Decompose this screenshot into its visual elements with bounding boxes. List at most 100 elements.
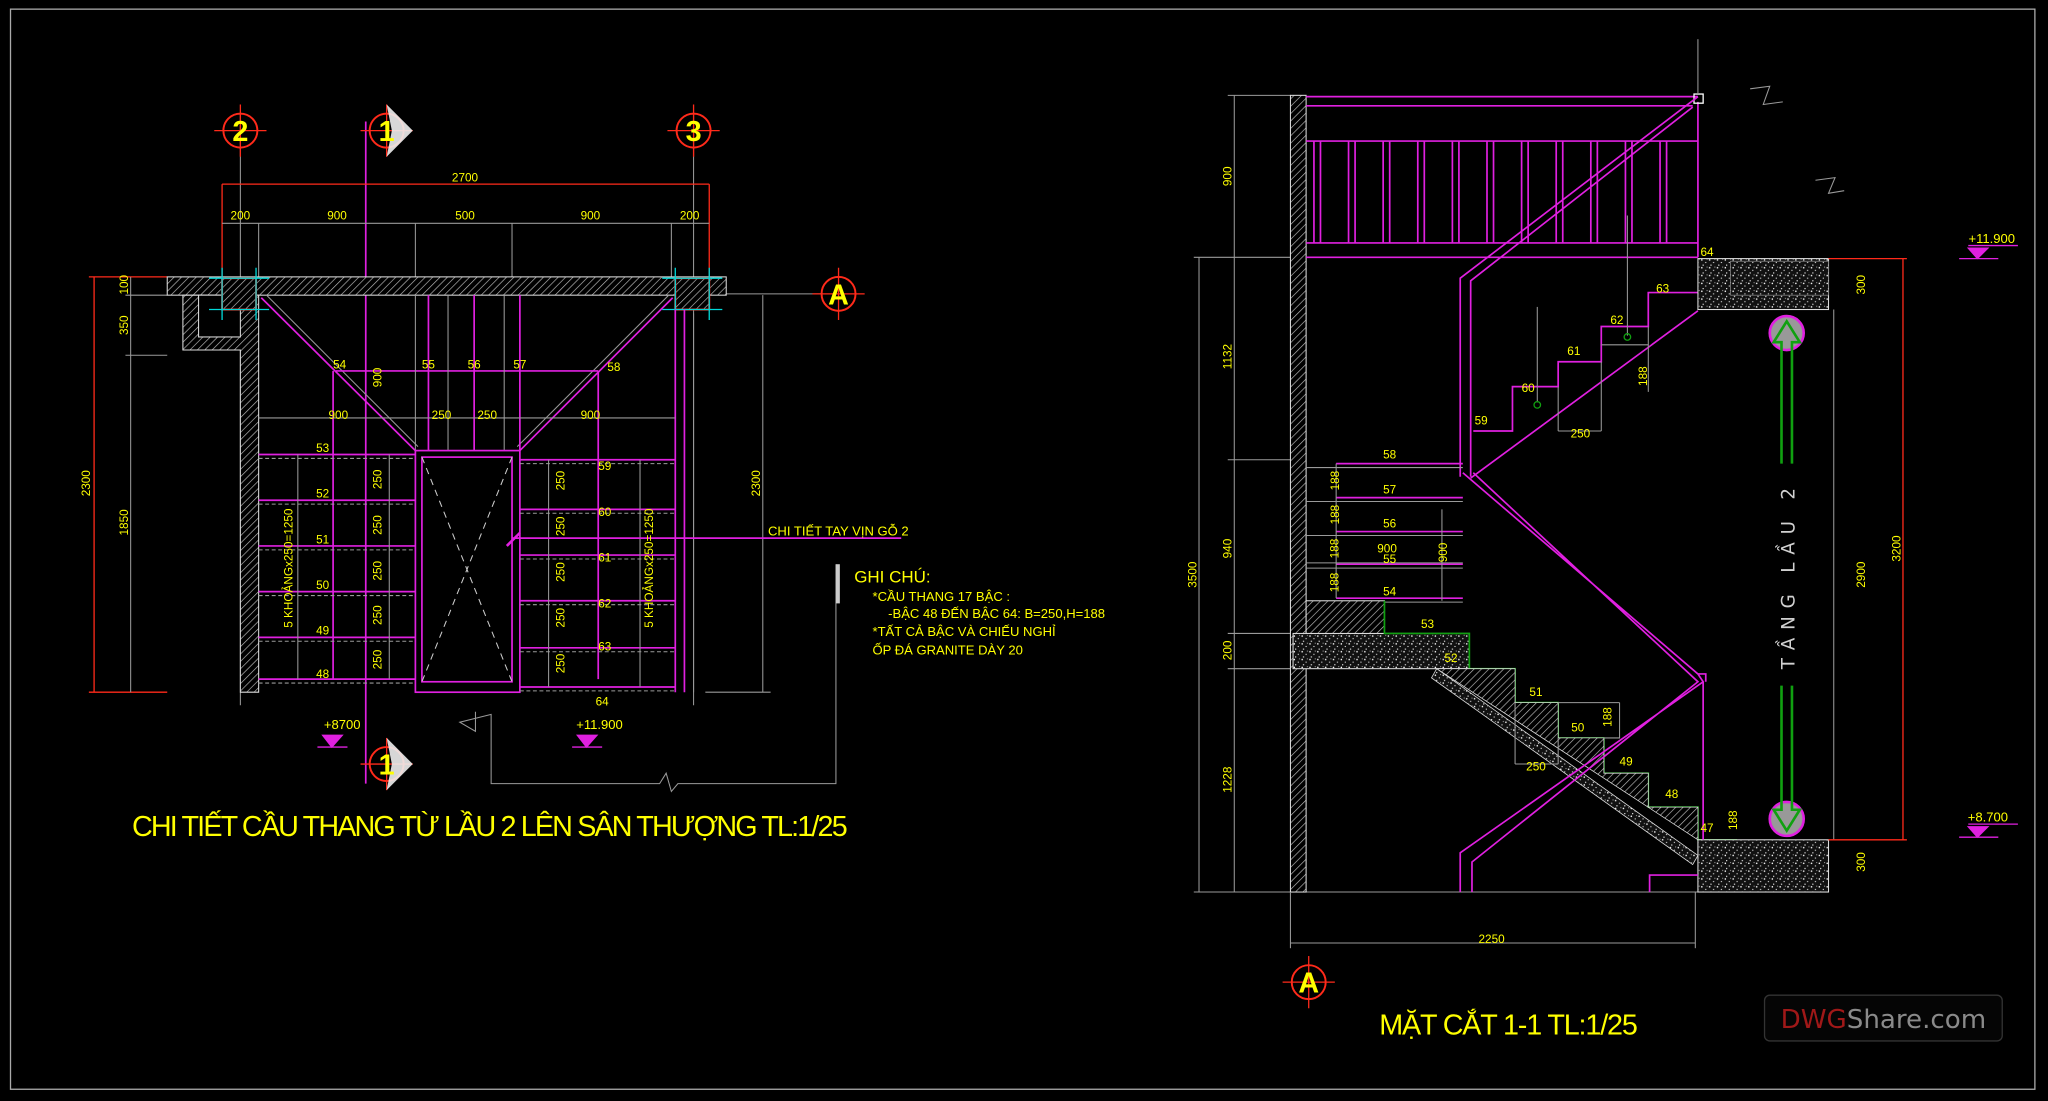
plan-riser_dims_right-3-text: 250 — [554, 607, 567, 627]
notes-marker — [835, 564, 840, 604]
section-steps_upper-0-text: 59 — [1475, 414, 1488, 427]
notes-lines-3-text: ỐP ĐÁ GRANITE DÀY 20 — [872, 642, 1022, 657]
watermark-brand-red: DWG — [1781, 1005, 1847, 1035]
plan-steps_right-0-text: 59 — [598, 460, 611, 473]
landing-slab-bottom — [1697, 839, 1830, 893]
notes-lines-2-text: *TẤT CẢ BẬC VÀ CHIẾU NGHỈ — [872, 624, 1056, 639]
section-landing_dims-1-text: 900 — [1437, 542, 1450, 562]
plan-dims_mid-3-text: 900 — [581, 409, 601, 422]
notes-heading-text: GHI CHÚ: — [854, 567, 930, 586]
plan-span_notes-1-text: 5 KHOẢNGx250=1250 — [643, 508, 656, 628]
section-dims_right-0-text: 300 — [1855, 274, 1868, 294]
plan-steps_left-4-text: 49 — [316, 625, 329, 638]
section-riser_dims-5-text: 188 — [1602, 707, 1615, 727]
section-dims_left-5-text: 1228 — [1222, 766, 1235, 793]
section-steps_upper-3-text: 62 — [1610, 314, 1623, 327]
section-mark-bottom-label: 1 — [379, 749, 395, 781]
plan-dims_mid-1-text: 250 — [432, 409, 452, 422]
plan-steps_left-0-text: 53 — [316, 442, 330, 455]
plan-steps_top-1-text: 55 — [422, 358, 436, 371]
section-riser_dims-1-text: 188 — [1329, 504, 1342, 524]
floor-label: TẦNG LẦU 2 — [1776, 480, 1800, 670]
wall — [1289, 94, 1307, 893]
section-tread_dims-0-text: 250 — [1571, 428, 1591, 441]
section-dims_left-3-text: 940 — [1222, 538, 1235, 558]
plan-steps_right-1-text: 60 — [598, 506, 612, 519]
section-landing_dims-0-text: 900 — [1377, 542, 1397, 555]
plan-span_notes-0-text: 5 KHOẢNGx250=1250 — [283, 508, 296, 628]
grid-axis-2-label: 2 — [232, 116, 248, 148]
svg-text:DWGShare.com: DWGShare.com — [1781, 1005, 1987, 1035]
section-steps_landing-1-text: 57 — [1383, 484, 1396, 497]
grid-axis-3-label: 3 — [686, 116, 702, 148]
section-steps_lower-5-text: 48 — [1665, 788, 1679, 801]
section-riser_dims-3-text: 188 — [1329, 572, 1342, 592]
plan-dims_top-4-text: 900 — [581, 209, 601, 222]
plan-dims_left-3-text: 1850 — [118, 509, 131, 536]
section-grid-axis-a-label: A — [1298, 968, 1319, 1000]
plan-steps_left-5-text: 48 — [316, 668, 330, 681]
plan-riser_dims_left-3-text: 250 — [371, 605, 384, 625]
slab — [166, 276, 727, 296]
plan-steps_top-3-text: 57 — [513, 358, 526, 371]
section-arrow-icon — [386, 104, 413, 157]
section-title-text: MẶT CẮT 1-1 TL:1/25 — [1379, 1007, 1638, 1041]
stair-void — [414, 449, 521, 694]
section-arrow-icon — [386, 737, 413, 791]
stair-section: A — [1193, 39, 2018, 1009]
section-dims_right-3-text: 300 — [1855, 852, 1868, 872]
plan-riser_dims_right-2-text: 250 — [554, 562, 567, 582]
section-dims_left-1-text: 3500 — [1186, 561, 1199, 588]
column — [674, 277, 711, 311]
plan-steps_right-5-text: 64 — [596, 695, 610, 708]
section-steps_lower-4-text: 49 — [1620, 755, 1633, 768]
plan-dims_top-3-text: 500 — [455, 209, 475, 222]
plan-steps_top-2-text: 56 — [468, 358, 482, 371]
section-steps_upper-2-text: 61 — [1567, 345, 1580, 358]
plan-riser_dims_left-0-text: 250 — [371, 469, 384, 489]
grid-axis-a-bubble — [820, 275, 857, 312]
section-dims_left-4-text: 200 — [1222, 640, 1235, 660]
down-arrow-icon — [1771, 685, 1803, 834]
plan-riser_dims_right-4-text: 250 — [554, 653, 567, 673]
section-levels-1-text: +8.700 — [1968, 810, 2008, 825]
plan-riser_dims_left-4-text: 250 — [371, 649, 384, 669]
plan-dims_mid-2-text: 250 — [477, 409, 497, 422]
column — [221, 277, 258, 311]
plan-dims_mid-0-text: 900 — [329, 409, 349, 422]
plan-handrail_callout-text: CHI TIẾT TAY VỊN GỖ 2 — [768, 523, 909, 538]
section-dims_right-2-text: 3200 — [1890, 535, 1903, 562]
section-steps_lower-3-text: 50 — [1571, 721, 1585, 734]
plan-steps_right-3-text: 62 — [598, 597, 611, 610]
plan-riser_dims_right-1-text: 250 — [554, 516, 567, 536]
plan-levels-1-text: +11.900 — [576, 717, 623, 732]
section-steps_lower-2-text: 51 — [1529, 686, 1542, 699]
plan-dims_mid-4-text: 900 — [371, 367, 384, 387]
plan-steps_right-2-text: 61 — [598, 552, 611, 565]
drawing-frame — [9, 8, 2036, 1090]
section-steps_upper-5-text: 64 — [1701, 246, 1715, 259]
section-dim_bottom-text: 2250 — [1478, 933, 1505, 946]
plan-dims_left-2-text: 350 — [118, 315, 131, 335]
plan-steps_left-2-text: 51 — [316, 533, 329, 546]
section-riser_dims-4-text: 188 — [1637, 366, 1650, 386]
plan-riser_dims_right-0-text: 250 — [554, 470, 567, 490]
section-dims_left-2-text: 1132 — [1222, 344, 1235, 369]
plan-riser_dims_left-1-text: 250 — [371, 515, 384, 535]
section-dims_left-0-text: 900 — [1222, 166, 1235, 186]
plan-steps_top-4-text: 58 — [607, 361, 621, 374]
section-riser_dims-2-text: 188 — [1329, 538, 1342, 558]
plan-dims_top-0-text: 2700 — [452, 172, 479, 185]
up-arrow-icon — [1771, 318, 1803, 464]
wall-left — [182, 294, 260, 693]
watermark-brand-gray: Share.com — [1847, 1005, 1986, 1035]
plan-dims_top-2-text: 900 — [327, 209, 347, 222]
grid-axis-3-bubble — [675, 112, 712, 149]
plan-riser_dims_left-2-text: 250 — [371, 560, 384, 580]
notes-lines-1-text: -BẬC 48 ĐẾN BẬC 64: B=250,H=188 — [888, 606, 1105, 621]
section-steps_landing-0-text: 58 — [1383, 448, 1397, 461]
plan-steps_right-4-text: 63 — [598, 640, 612, 653]
section-riser_dims-0-text: 188 — [1329, 470, 1342, 490]
